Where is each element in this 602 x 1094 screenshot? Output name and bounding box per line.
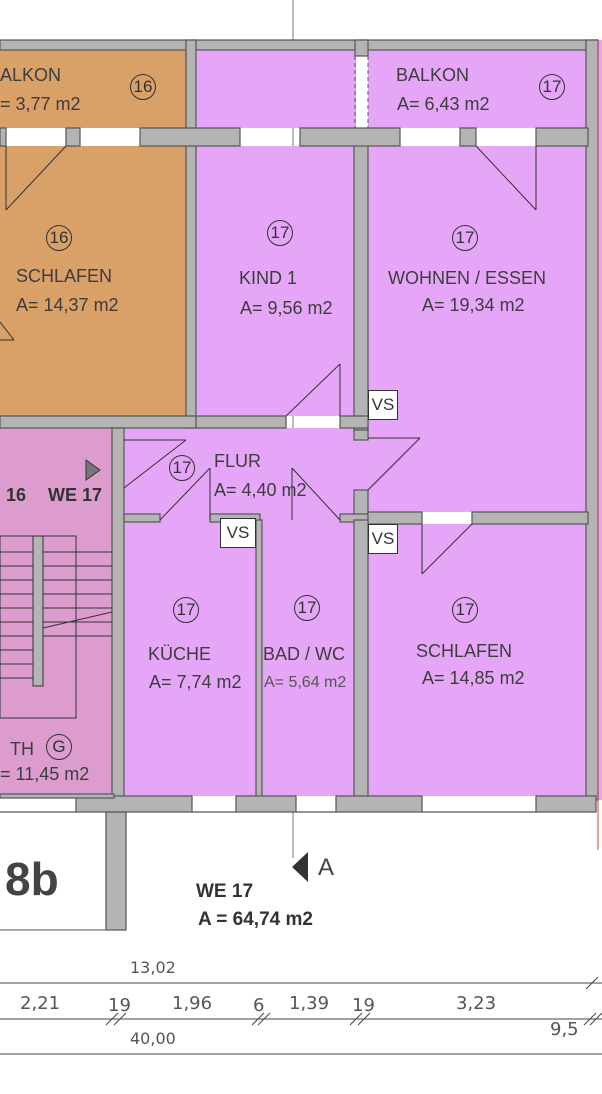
room-fill-bad [262,520,356,796]
room-area-flur: A= 4,40 m2 [214,480,307,500]
room-area-kind1: A= 9,56 m2 [240,298,333,318]
stair-label-we16: 16 [6,485,27,505]
room-fill-flur [124,428,368,520]
unit-marker-schlafen16: 16 [46,225,72,251]
section-marker-label: A [318,854,335,881]
right-neighbour-fill [596,40,602,800]
room-name-kueche: KÜCHE [148,644,212,664]
unit-marker-balkon17: 17 [539,74,565,100]
dimension-bottom: 40,00 [130,1029,176,1048]
room-area-balkon16: = 3,77 m2 [0,94,81,114]
room-name-flur: FLUR [214,451,262,471]
section-marker-arrow [292,852,308,882]
unit-marker-balkon16: 16 [130,74,156,100]
dimension-lines [0,976,602,1055]
unit-marker-bad: 17 [294,595,320,621]
unit-marker-kind1: 17 [267,220,293,246]
room-area-balkon17: A= 6,43 m2 [397,94,490,114]
dimension-segment-6: 19 [352,995,375,1016]
unit-marker-flur: 17 [169,455,195,481]
unit-summary-area: A = 64,74 m2 [198,909,313,930]
room-fill-balkon16 [0,50,188,128]
room-area-schlafen17: A= 14,85 m2 [422,668,525,688]
dimension-segment-8: 9,5 [550,1019,579,1040]
room-fill-kind1 [196,146,354,416]
room-name-th: TH [10,739,34,759]
vs-shaft-schlafen: VS [368,524,398,554]
room-name-balkon16: ALKON [0,65,62,85]
room-area-kueche: A= 7,74 m2 [149,672,242,692]
entrance-arrow [85,459,101,481]
room-area-bad: A= 5,64 m2 [264,674,347,691]
unit-marker-th: G [46,734,72,760]
unit-marker-kueche: 17 [173,597,199,623]
room-name-schlafen17: SCHLAFEN [416,641,513,661]
dimension-segment-1: 2,21 [20,993,61,1014]
room-fill-balkon17-left [196,50,356,128]
staircase-steps [0,535,113,719]
dimension-segment-7: 3,23 [456,993,497,1014]
unit-marker-wohnen: 17 [452,225,478,251]
room-fill-wohnen [368,146,588,512]
room-name-schlafen16: SCHLAFEN [16,266,113,286]
room-area-schlafen16: A= 14,37 m2 [16,295,119,315]
dimension-top: 13,02 [130,958,176,977]
room-area-th: = 11,45 m2 [0,764,90,784]
unit-marker-schlafen17: 17 [452,597,478,623]
stair-label-we17: WE 17 [48,485,103,505]
dimension-segment-5: 1,39 [289,993,330,1014]
room-name-balkon17: BALKON [396,65,470,85]
room-fill-kueche [124,520,258,796]
building-number: 8b [5,853,59,905]
dimension-segment-4: 6 [253,995,265,1016]
room-fill-schlafen17 [368,524,588,796]
door-swings [0,145,537,575]
vs-shaft-wohnen: VS [368,390,398,420]
vs-shaft-kueche: VS [220,518,256,548]
walls [0,39,599,931]
room-name-kind1: KIND 1 [239,268,298,288]
dimension-segment-3: 1,96 [172,993,213,1014]
unit-summary-title: WE 17 [196,881,254,902]
room-name-wohnen: WOHNEN / ESSEN [388,268,547,288]
room-area-wohnen: A= 19,34 m2 [422,295,525,315]
dimension-segment-2: 19 [108,995,131,1016]
room-fill-schlafen16 [0,146,188,416]
room-name-bad: BAD / WC [263,644,346,664]
